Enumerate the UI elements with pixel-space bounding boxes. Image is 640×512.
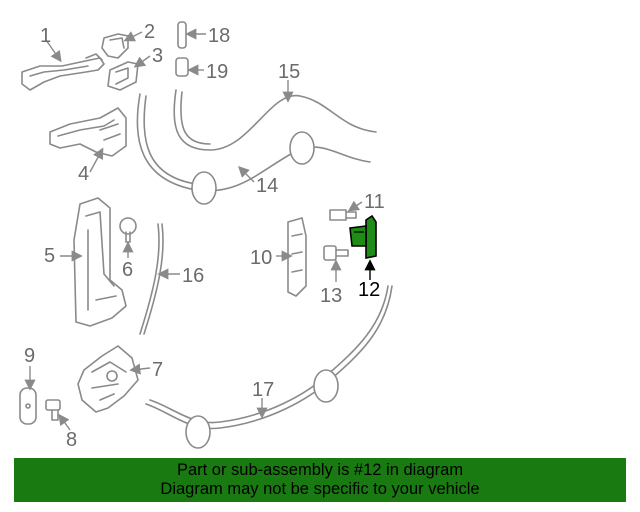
part-1-outside-handle	[21, 53, 105, 91]
callout-9: 9	[24, 345, 35, 367]
part-6-screw	[119, 217, 137, 243]
part-16-rod	[139, 223, 164, 335]
callout-3: 3	[152, 45, 163, 67]
callout-14: 14	[256, 175, 278, 197]
info-banner: Part or sub-assembly is #12 in diagram D…	[14, 458, 626, 502]
part-12-highlighted	[349, 214, 377, 259]
part-10-bracket	[287, 217, 307, 297]
parts-diagram: 1 2 3 4 5 6 7 8 9 10 11 12 13 14 15 16 1…	[19, 21, 393, 451]
part-3-gasket	[107, 61, 139, 91]
part-7-latch	[77, 345, 139, 413]
part-13-bolt	[323, 245, 349, 261]
callout-5: 5	[44, 245, 55, 267]
callout-1: 1	[40, 25, 51, 47]
callout-12: 12	[358, 279, 380, 301]
callout-7: 7	[152, 359, 163, 381]
callout-6: 6	[122, 259, 133, 281]
part-17-cable	[145, 285, 393, 449]
part-8-bolt	[45, 399, 61, 421]
callout-16: 16	[182, 265, 204, 287]
part-18-clip	[177, 21, 187, 49]
callout-17: 17	[252, 379, 274, 401]
part-11-bolt	[329, 209, 357, 221]
leader-lines	[24, 28, 376, 431]
callout-2: 2	[144, 21, 155, 43]
callout-labels: 1 2 3 4 5 6 7 8 9 10 11 12 13 14 15 16 1…	[24, 21, 385, 451]
part-19-clip	[175, 57, 189, 77]
callout-10: 10	[250, 247, 272, 269]
callout-13: 13	[320, 285, 342, 307]
callout-8: 8	[66, 429, 77, 451]
part-15-cable	[173, 89, 377, 151]
part-4-handle-frame	[49, 107, 127, 157]
callout-11: 11	[364, 191, 385, 213]
part-14-cable	[136, 93, 371, 205]
callout-19: 19	[206, 61, 228, 83]
part-9-seal	[19, 387, 37, 425]
banner-line-1: Part or sub-assembly is #12 in diagram	[176, 461, 464, 479]
part-5-carrier	[73, 197, 127, 327]
callout-15: 15	[278, 61, 300, 83]
banner-line-2: Diagram may not be specific to your vehi…	[160, 480, 480, 498]
part-2-cap	[101, 33, 129, 59]
callout-4: 4	[78, 163, 89, 185]
callout-18: 18	[208, 25, 230, 47]
